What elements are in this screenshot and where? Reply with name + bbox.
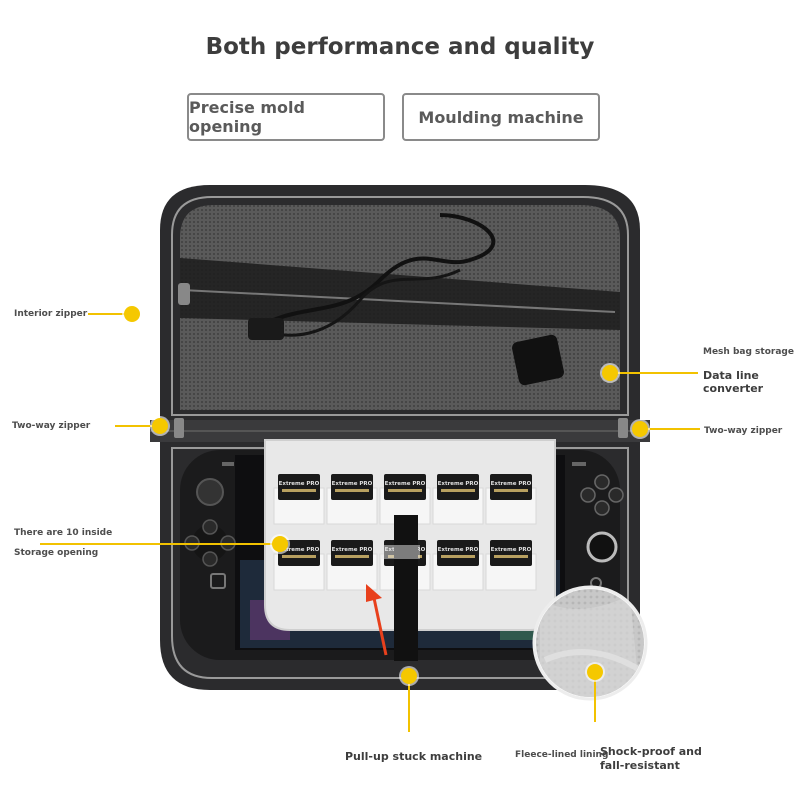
callout-line [612,372,698,374]
memory-card-stripe [282,489,316,492]
memory-card-label: Extreme PRO [332,481,373,487]
memory-card-label: Extreme PRO [279,547,320,553]
page-title: Both performance and quality [205,34,595,60]
memory-card-label: Extreme PRO [438,481,479,487]
memory-card [490,540,532,566]
label-data-line-converter: Data line converter [703,369,764,395]
memory-card-stripe [335,555,369,558]
memory-card-label: Extreme PRO [491,547,532,553]
callout-dot [272,536,288,552]
label-interior-zipper: Interior zipper [14,309,88,319]
fleece-lens [532,585,648,701]
memory-card-label: Extreme PRO [491,481,532,487]
callout-dot [124,306,140,322]
label-ten-inside: There are 10 inside [14,528,113,538]
callout-dot [602,365,618,381]
tag-precise-mold: Precise mold opening [187,93,385,141]
callout-line [408,680,410,732]
memory-card-stripe [494,489,528,492]
label-two-way-zipper-left: Two-way zipper [12,421,91,431]
zipper-pull-icon [178,283,190,305]
label-mesh-bag-storage: Mesh bag storage [703,347,794,357]
memory-card [278,540,320,566]
callout-dot [401,668,417,684]
memory-card-stripe [494,555,528,558]
memory-card [278,474,320,500]
label-pull-up: Pull-up stuck machine [345,750,483,763]
callout-dot [587,664,603,680]
case-base: Extreme PRO Extreme PRO Extreme PRO Extreme… [150,418,650,690]
memory-card [437,474,479,500]
label-storage-opening: Storage opening [14,548,99,558]
memory-card [331,540,373,566]
callout-line [115,425,160,427]
memory-card-label: Extreme PRO [332,547,373,553]
memory-card-label: Extreme PRO [438,547,479,553]
label-fleece: Fleece-lined lining [515,750,609,760]
memory-card [331,474,373,500]
label-two-way-zipper-right: Two-way zipper [704,426,783,436]
case-lid [160,185,640,420]
memory-card [437,540,479,566]
memory-card [384,474,426,500]
callout-line [642,428,700,430]
memory-card-stripe [282,555,316,558]
callout-line [594,676,596,722]
memory-card [490,474,532,500]
game-card-slots: Extreme PRO Extreme PRO Extreme PRO Extreme… [273,474,537,591]
memory-card-label: Extreme PRO [385,481,426,487]
memory-card-stripe [335,489,369,492]
tag-moulding-machine: Moulding machine [402,93,600,141]
up-arrow-icon [366,584,382,602]
memory-card-label: Extreme PRO [279,481,320,487]
callout-line [40,543,284,545]
callout-dot [152,418,168,434]
memory-card-stripe [441,555,475,558]
pull-up-strap [394,515,418,661]
memory-card-stripe [388,489,422,492]
label-shock-proof: Shock-proof and fall-resistant [600,745,702,772]
memory-card-stripe [441,489,475,492]
callout-line [88,313,132,315]
callout-dot [632,421,648,437]
